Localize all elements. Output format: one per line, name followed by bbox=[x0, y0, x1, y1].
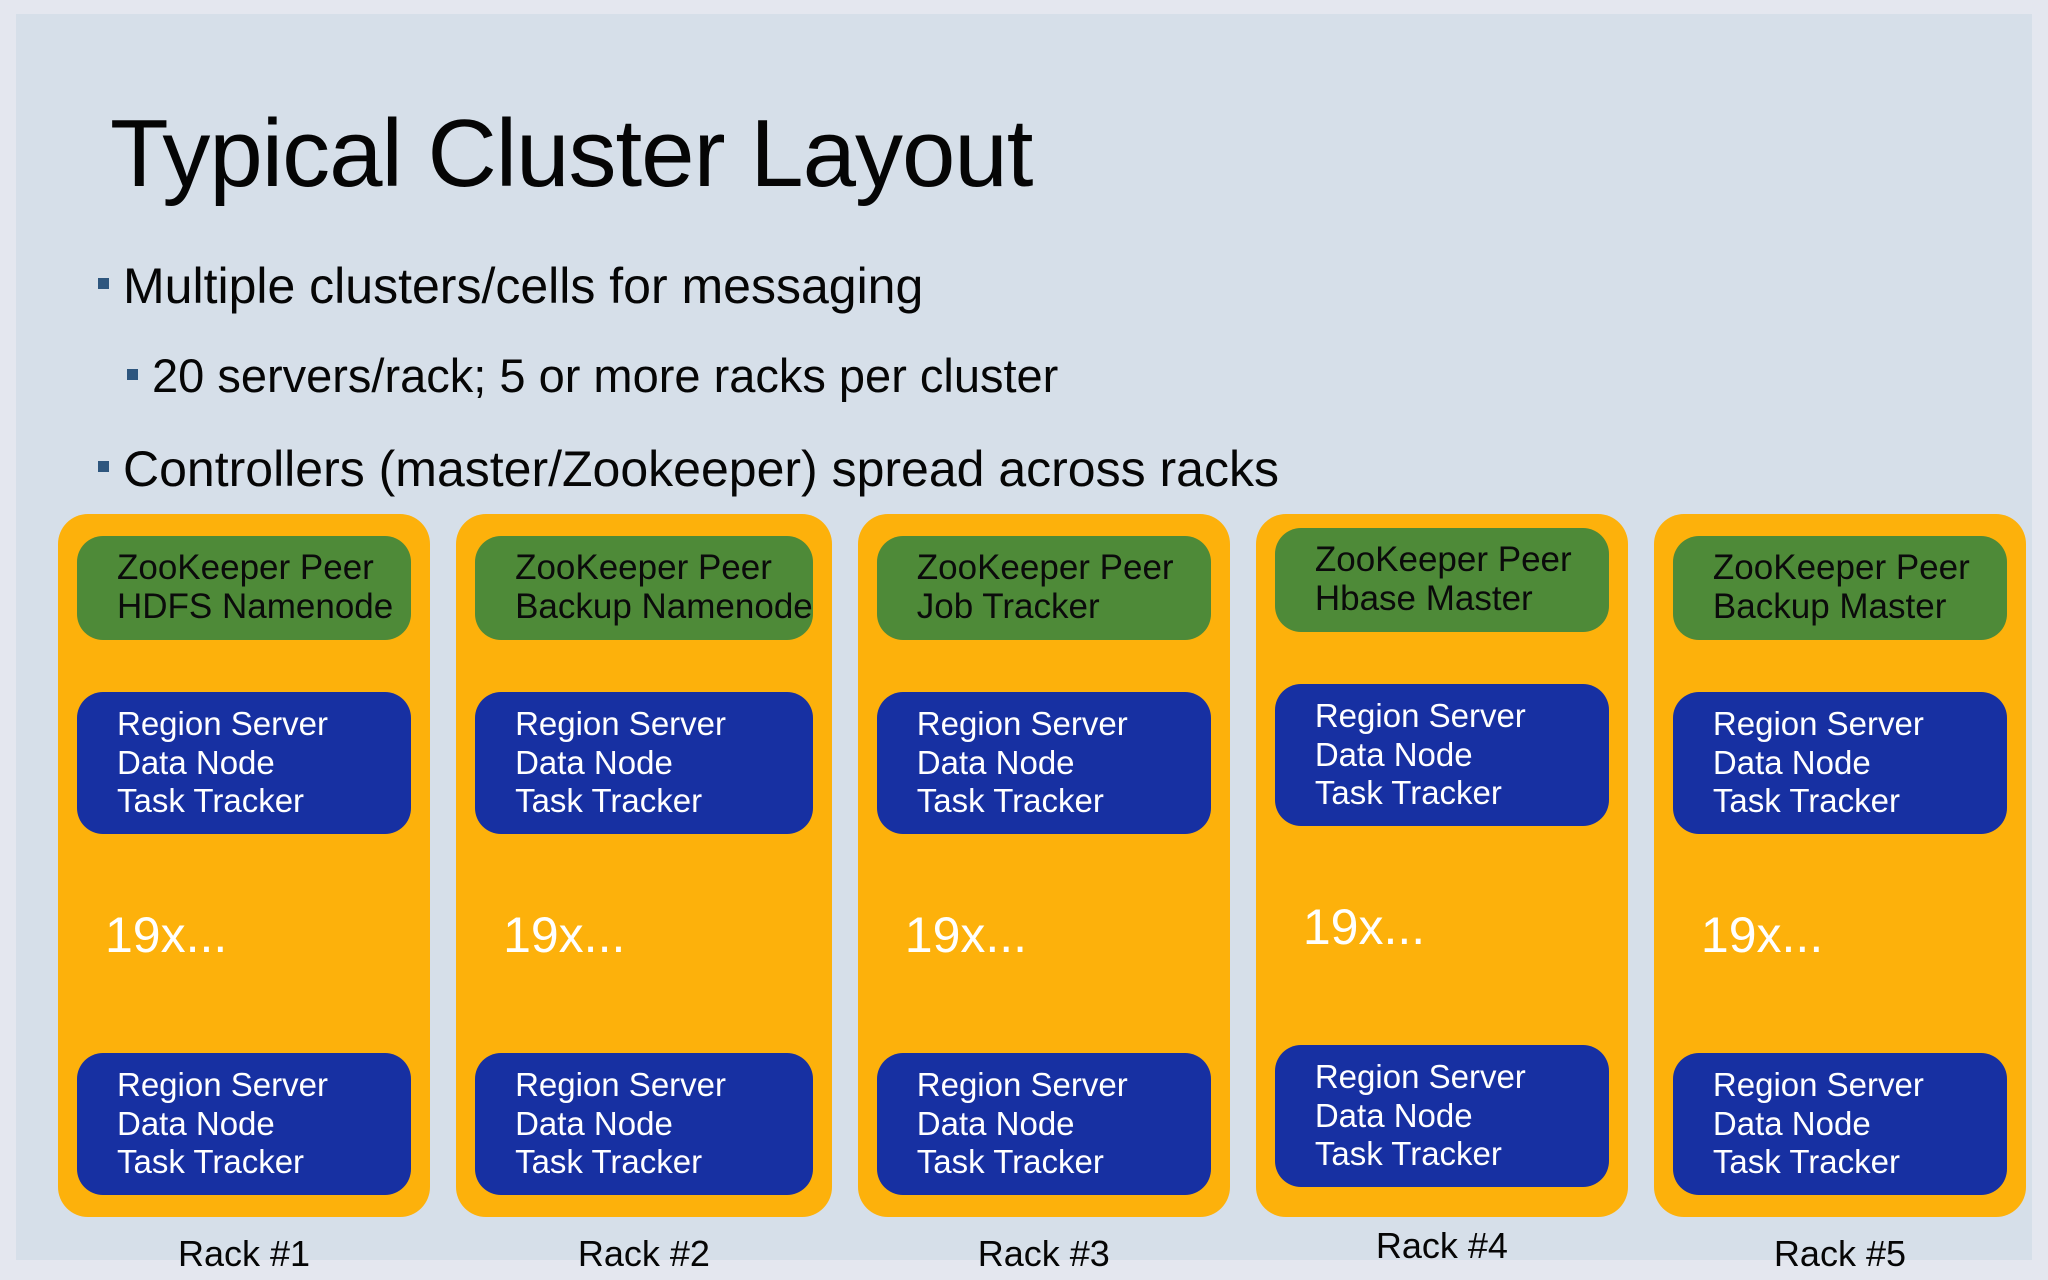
rack-5: ZooKeeper Peer Backup Master Region Serv… bbox=[1653, 514, 2026, 1217]
controller-box: ZooKeeper Peer Job Tracker bbox=[876, 536, 1211, 640]
controller-box: ZooKeeper Peer Backup Master bbox=[1672, 536, 2007, 640]
server-line: Task Tracker bbox=[1712, 782, 1900, 820]
server-line: Data Node bbox=[1712, 743, 1871, 781]
controller-line: Backup Namenode bbox=[515, 586, 813, 626]
server-line: Task Tracker bbox=[916, 782, 1104, 820]
server-line: Task Tracker bbox=[1712, 1143, 1900, 1181]
bullet-item: Multiple clusters/cells for messaging bbox=[98, 257, 923, 315]
server-line: Data Node bbox=[1712, 1104, 1871, 1142]
controller-line: ZooKeeper Peer bbox=[916, 548, 1174, 587]
rack-4: ZooKeeper Peer Hbase Master Region Serve… bbox=[1255, 514, 1628, 1217]
server-line: Region Server bbox=[916, 705, 1128, 742]
controller-line: Hbase Master bbox=[1314, 578, 1533, 618]
server-box: Region Server Data Node Task Tracker bbox=[1672, 1053, 2007, 1195]
server-line: Region Server bbox=[1314, 1058, 1526, 1095]
server-box: Region Server Data Node Task Tracker bbox=[876, 1053, 1211, 1195]
more-servers-label: 19x... bbox=[904, 907, 1028, 963]
bullet-square-icon bbox=[127, 369, 138, 380]
server-line: Region Server bbox=[1712, 1066, 1924, 1103]
bullet-square-icon bbox=[98, 278, 109, 289]
controller-line: Backup Master bbox=[1712, 586, 1947, 626]
slide-canvas: Typical Cluster Layout Multiple clusters… bbox=[16, 14, 2032, 1274]
rack-label: Rack #4 bbox=[1375, 1225, 1508, 1266]
server-line: Task Tracker bbox=[916, 1143, 1104, 1181]
server-line: Data Node bbox=[515, 743, 673, 781]
more-servers-label: 19x... bbox=[503, 907, 626, 963]
bullet-text: Controllers (master/Zookeeper) spread ac… bbox=[123, 441, 1279, 497]
server-box: Region Server Data Node Task Tracker bbox=[876, 692, 1211, 834]
controller-line: Job Tracker bbox=[916, 586, 1100, 626]
server-line: Region Server bbox=[117, 1066, 328, 1103]
bullet-square-icon bbox=[98, 461, 109, 472]
rack-column-5: ZooKeeper Peer Backup Master Region Serv… bbox=[1653, 514, 2026, 1275]
controller-box: ZooKeeper Peer Hbase Master bbox=[1274, 528, 1609, 632]
rack-label: Rack #1 bbox=[177, 1233, 311, 1274]
server-line: Data Node bbox=[916, 743, 1075, 781]
server-line: Task Tracker bbox=[117, 782, 305, 820]
rack-1: ZooKeeper Peer HDFS Namenode Region Serv… bbox=[58, 514, 431, 1217]
more-servers-label: 19x... bbox=[1700, 907, 1824, 963]
server-line: Task Tracker bbox=[117, 1143, 305, 1181]
server-box: Region Server Data Node Task Tracker bbox=[1672, 692, 2007, 834]
controller-line: ZooKeeper Peer bbox=[515, 548, 772, 587]
bullet-item-sub: 20 servers/rack; 5 or more racks per clu… bbox=[127, 348, 1058, 403]
server-line: Region Server bbox=[117, 705, 328, 742]
rack-column-4: ZooKeeper Peer Hbase Master Region Serve… bbox=[1255, 514, 1628, 1275]
server-box: Region Server Data Node Task Tracker bbox=[77, 692, 412, 834]
controller-box: ZooKeeper Peer HDFS Namenode bbox=[77, 536, 412, 640]
rack-label: Rack #2 bbox=[577, 1233, 710, 1274]
server-box: Region Server Data Node Task Tracker bbox=[77, 1053, 412, 1195]
server-box: Region Server Data Node Task Tracker bbox=[475, 1053, 813, 1195]
server-line: Region Server bbox=[916, 1066, 1128, 1103]
server-line: Data Node bbox=[1314, 1096, 1473, 1134]
controller-line: HDFS Namenode bbox=[117, 586, 394, 626]
rack-column-1: ZooKeeper Peer HDFS Namenode Region Serv… bbox=[58, 514, 431, 1275]
bullet-text: 20 servers/rack; 5 or more racks per clu… bbox=[152, 349, 1059, 402]
server-box: Region Server Data Node Task Tracker bbox=[1274, 684, 1609, 826]
server-box: Region Server Data Node Task Tracker bbox=[1274, 1045, 1609, 1187]
rack-label: Rack #3 bbox=[977, 1233, 1110, 1274]
controller-line: ZooKeeper Peer bbox=[1712, 548, 1970, 587]
server-line: Region Server bbox=[515, 705, 727, 742]
more-servers-label: 19x... bbox=[1302, 899, 1426, 955]
server-line: Data Node bbox=[117, 743, 275, 781]
controller-line: ZooKeeper Peer bbox=[1314, 540, 1572, 579]
more-servers-label: 19x... bbox=[105, 907, 228, 963]
server-line: Region Server bbox=[1712, 705, 1924, 742]
bullet-text: Multiple clusters/cells for messaging bbox=[123, 258, 924, 314]
server-line: Task Tracker bbox=[1314, 774, 1502, 812]
rack-column-2: ZooKeeper Peer Backup Namenode Region Se… bbox=[456, 514, 832, 1275]
server-line: Task Tracker bbox=[515, 782, 703, 820]
server-line: Region Server bbox=[515, 1066, 727, 1103]
rack-3: ZooKeeper Peer Job Tracker Region Server… bbox=[857, 514, 1230, 1217]
rack-2: ZooKeeper Peer Backup Namenode Region Se… bbox=[456, 514, 832, 1217]
server-line: Task Tracker bbox=[1314, 1135, 1502, 1173]
server-line: Task Tracker bbox=[515, 1143, 703, 1181]
server-line: Data Node bbox=[1314, 735, 1473, 773]
controller-line: ZooKeeper Peer bbox=[117, 548, 374, 587]
server-line: Data Node bbox=[515, 1104, 673, 1142]
server-line: Data Node bbox=[916, 1104, 1075, 1142]
bullet-item: Controllers (master/Zookeeper) spread ac… bbox=[98, 440, 1279, 498]
server-line: Data Node bbox=[117, 1104, 275, 1142]
slide-title: Typical Cluster Layout bbox=[110, 100, 1033, 207]
rack-label: Rack #5 bbox=[1773, 1233, 1906, 1274]
rack-diagram: ZooKeeper Peer HDFS Namenode Region Serv… bbox=[58, 514, 2026, 1274]
rack-column-3: ZooKeeper Peer Job Tracker Region Server… bbox=[857, 514, 1230, 1275]
controller-box: ZooKeeper Peer Backup Namenode bbox=[475, 536, 813, 640]
server-box: Region Server Data Node Task Tracker bbox=[475, 692, 813, 834]
server-line: Region Server bbox=[1314, 697, 1526, 734]
